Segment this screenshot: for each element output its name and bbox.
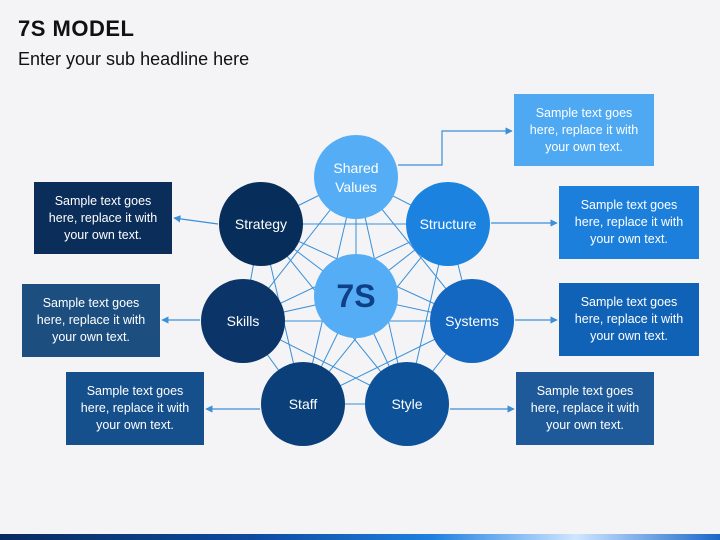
center-circle: [314, 254, 398, 338]
text-box-style: Sample text goes here, replace it with y…: [516, 372, 654, 445]
arrow-shared-values: [398, 127, 513, 166]
text-box-skills: Sample text goes here, replace it with y…: [22, 284, 160, 357]
page-subtitle: Enter your sub headline here: [18, 49, 250, 69]
text-box-shared-values-text: Sample text goes here, replace it with y…: [529, 105, 639, 154]
node-label-staff: Staff: [289, 396, 318, 412]
text-box-style-text: Sample text goes here, replace it with y…: [530, 384, 640, 432]
node-circle-skills: [201, 279, 285, 363]
text-box-structure-text: Sample text goes here, replace it with y…: [574, 198, 684, 246]
arrow-strategy: [173, 215, 219, 225]
node-label-style: Style: [391, 396, 422, 412]
text-box-strategy-text: Sample text goes here, replace it with y…: [48, 193, 158, 242]
node-label-structure: Structure: [420, 216, 477, 232]
node-label-strategy: Strategy: [235, 216, 287, 232]
text-box-staff: Sample text goes here, replace it with y…: [66, 372, 204, 445]
node-circle-strategy: [219, 182, 303, 266]
node-label-systems: Systems: [445, 313, 499, 329]
page-title: 7S MODEL: [18, 16, 135, 41]
node-circle-style: [365, 362, 449, 446]
text-box-systems-text: Sample text goes here, replace it with y…: [574, 295, 684, 343]
node-circle-structure: [406, 182, 490, 266]
text-box-strategy: Sample text goes here, replace it with y…: [34, 182, 172, 254]
text-box-structure: Sample text goes here, replace it with y…: [559, 186, 699, 259]
text-box-systems: Sample text goes here, replace it with y…: [559, 283, 699, 356]
center-label: 7S: [336, 278, 375, 314]
node-circle-systems: [430, 279, 514, 363]
node-label-skills: Skills: [227, 313, 260, 329]
text-box-shared-values: Sample text goes here, replace it with y…: [514, 94, 654, 166]
bottom-accent-bar: [0, 534, 720, 540]
text-box-skills-text: Sample text goes here, replace it with y…: [36, 296, 146, 344]
node-circle-staff: [261, 362, 345, 446]
node-circle-shared-values: [314, 135, 398, 219]
text-box-staff-text: Sample text goes here, replace it with y…: [80, 384, 190, 432]
